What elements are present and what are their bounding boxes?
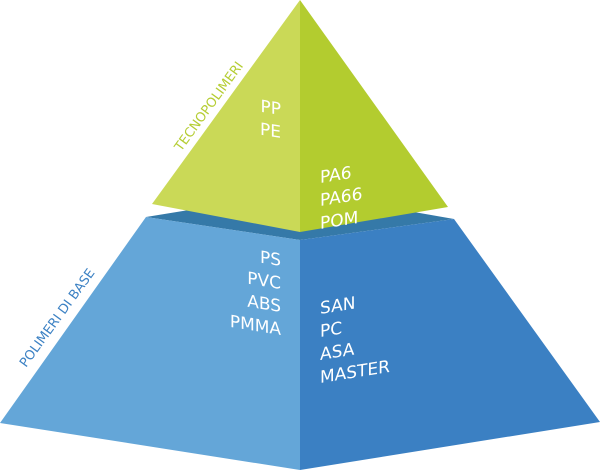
- top-tier-right-face: [300, 0, 448, 232]
- top-tier-left-face: [152, 0, 300, 232]
- material-label: PE: [260, 120, 281, 143]
- top-tier-left-labels: PP PE: [260, 97, 281, 143]
- base-tier-left-face: [0, 217, 300, 470]
- material-label: PC: [320, 319, 342, 342]
- material-label: PS: [260, 248, 281, 271]
- base-tier-right-face: [300, 219, 600, 470]
- material-label: PP: [261, 97, 281, 120]
